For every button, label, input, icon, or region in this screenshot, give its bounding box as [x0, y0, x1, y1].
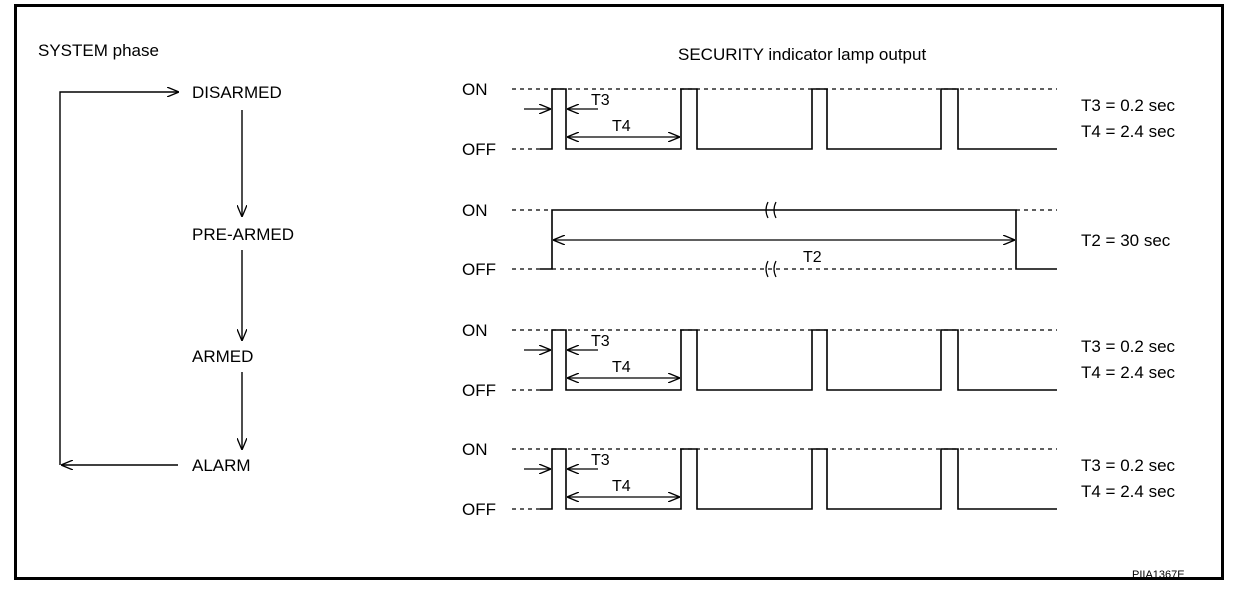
diagram-frame	[14, 4, 1224, 580]
phase-armed: ARMED	[192, 347, 253, 366]
t2-label: T2	[803, 249, 822, 266]
security-lamp-title: SECURITY indicator lamp output	[678, 45, 926, 64]
t3-label: T3	[591, 333, 610, 350]
on-label-2: ON	[462, 201, 488, 220]
on-label-3: ON	[462, 321, 488, 340]
phase-pre-armed: PRE-ARMED	[192, 225, 294, 244]
lamp-waveform	[540, 448, 1057, 510]
off-label-4: OFF	[462, 500, 496, 519]
t4-label: T4	[612, 359, 631, 376]
t4-equation: T4 = 2.4 sec	[1081, 122, 1176, 141]
t4-label: T4	[612, 118, 631, 135]
t4-equation: T4 = 2.4 sec	[1081, 482, 1176, 501]
lamp-waveform	[540, 88, 1057, 150]
off-label-1: OFF	[462, 140, 496, 159]
on-label-1: ON	[462, 80, 488, 99]
time-break-mark	[765, 260, 777, 278]
t3-equation: T3 = 0.2 sec	[1081, 456, 1176, 475]
t3-label: T3	[591, 92, 610, 109]
off-label-3: OFF	[462, 381, 496, 400]
lamp-waveform	[540, 329, 1057, 391]
t3-equation: T3 = 0.2 sec	[1081, 96, 1176, 115]
figure-code: PIIA1367E	[1132, 569, 1185, 581]
phase-alarm: ALARM	[192, 456, 251, 475]
off-label-2: OFF	[462, 260, 496, 279]
lamp-waveform-continuous	[540, 209, 1057, 270]
t4-label: T4	[612, 478, 631, 495]
t3-equation: T3 = 0.2 sec	[1081, 337, 1176, 356]
on-label-4: ON	[462, 440, 488, 459]
system-phase-title: SYSTEM phase	[38, 41, 159, 60]
phase-flow-arrows	[59, 92, 242, 465]
t3-label: T3	[591, 452, 610, 469]
phase-disarmed: DISARMED	[192, 83, 282, 102]
return-loop-line	[59, 92, 178, 465]
t4-equation: T4 = 2.4 sec	[1081, 363, 1176, 382]
time-break-mark	[765, 201, 777, 219]
t2-equation: T2 = 30 sec	[1081, 231, 1171, 250]
